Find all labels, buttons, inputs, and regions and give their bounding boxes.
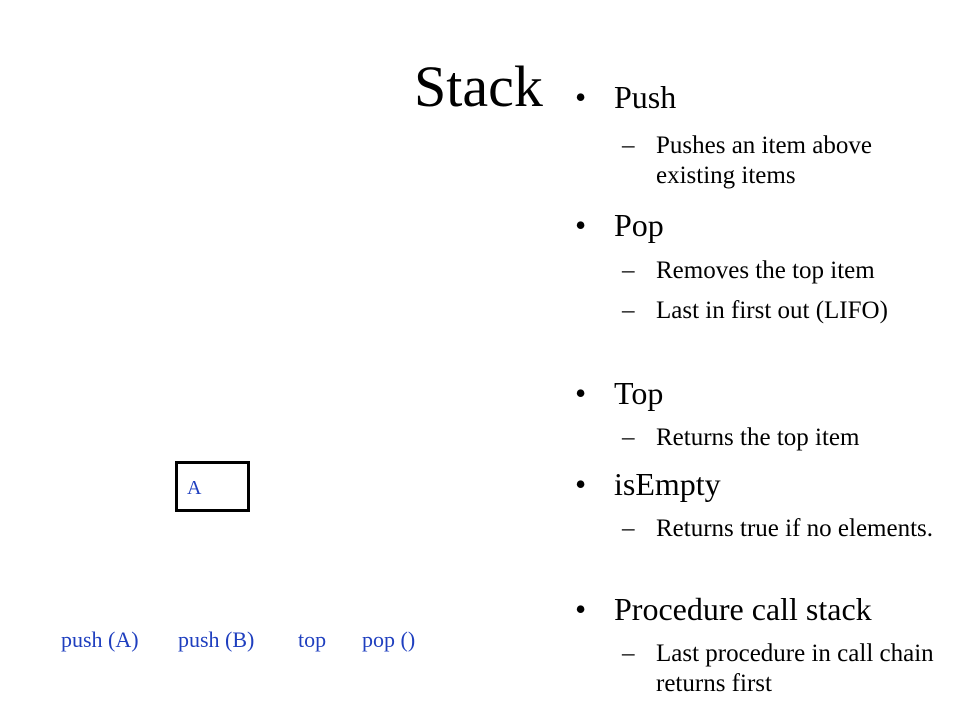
dash-icon: – (622, 132, 635, 159)
bullet-dot-icon: • (575, 466, 587, 502)
sub-bullet: – Returns the top item (622, 423, 960, 453)
operation-push-a: push (A) (61, 627, 139, 652)
sub-bullet-text: Returns true if no elements. (656, 515, 934, 542)
sub-bullet: – Last procedure in call chain returns f… (622, 639, 960, 699)
bullet-dot-icon: • (575, 375, 587, 411)
dash-icon: – (622, 515, 635, 542)
bullet-label: Pop (614, 207, 664, 243)
sub-bullet: – Returns true if no elements. (622, 514, 960, 544)
bullet-dot-icon: • (575, 207, 587, 243)
sub-bullet-text: Pushes an item above existing items (656, 132, 872, 189)
sub-bullet-text: Last in first out (LIFO) (656, 297, 888, 324)
dash-icon: – (622, 257, 635, 284)
sub-bullet: – Last in first out (LIFO) (622, 296, 960, 326)
bullet-label: Procedure call stack (614, 591, 872, 627)
slide-title: Stack (414, 54, 543, 119)
sub-bullet-text: Last procedure in call chain returns fir… (656, 640, 934, 697)
operation-push-b: push (B) (178, 627, 255, 652)
bullet-label: isEmpty (614, 466, 721, 502)
dash-icon: – (622, 424, 635, 451)
dash-icon: – (622, 640, 635, 667)
bullet-label: Push (614, 79, 677, 115)
stack-item-box: A (175, 461, 250, 512)
bullet-dot-icon: • (575, 79, 587, 115)
dash-icon: – (622, 297, 635, 324)
bullet-list: • Push – Pushes an item above existing i… (575, 0, 960, 720)
sub-bullet: – Pushes an item above existing items (622, 131, 960, 191)
sub-bullet-text: Removes the top item (656, 257, 875, 284)
stack-item-label: A (187, 477, 202, 499)
sub-bullet-text: Returns the top item (656, 424, 860, 451)
operation-top: top (298, 627, 327, 652)
operation-pop: pop () (362, 627, 416, 652)
bullet-label: Top (614, 375, 664, 411)
bullet-dot-icon: • (575, 591, 587, 627)
sub-bullet: – Removes the top item (622, 256, 960, 286)
